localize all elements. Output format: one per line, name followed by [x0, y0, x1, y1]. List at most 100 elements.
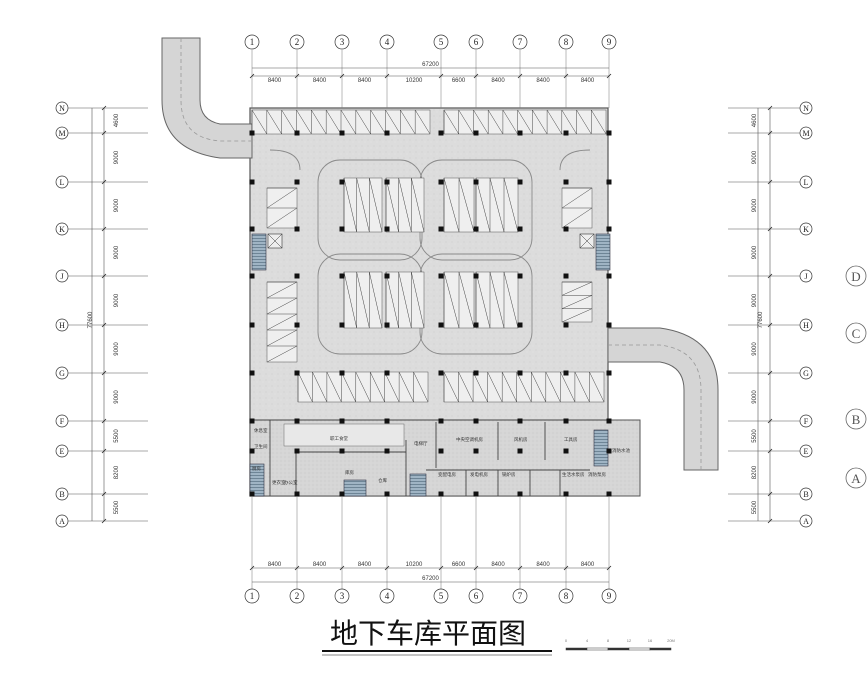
- column-bubble-label: 2: [295, 591, 300, 601]
- room-label: 电梯厅: [414, 440, 428, 447]
- column-bubble-label: 9: [607, 591, 612, 601]
- room-label: 工具房: [564, 436, 578, 443]
- column-dim-label: 6600: [452, 78, 466, 84]
- scale-label: 0: [565, 638, 568, 643]
- row-dim-label: 5500: [114, 500, 120, 514]
- row-bubble: [799, 222, 813, 236]
- room-label: 发电机房: [470, 471, 488, 478]
- row-dim-label: 9000: [114, 150, 120, 164]
- row-bubble-label: J: [60, 272, 63, 281]
- drawing-title: 地下车库平面图: [322, 617, 552, 656]
- column-dim-label: 8400: [313, 78, 327, 84]
- row-bubble-label: E: [804, 447, 809, 456]
- column-bubble-label: 3: [340, 37, 345, 47]
- column-dim-label: 8400: [313, 562, 327, 568]
- row-bubble-label: N: [803, 104, 809, 113]
- row-dim-label: 5500: [752, 429, 758, 443]
- row-dim-label: 9000: [752, 390, 758, 404]
- row-dim-label: 8200: [114, 465, 120, 479]
- side-bubble-label: D: [851, 269, 860, 284]
- row-bubble-label: L: [60, 178, 65, 187]
- column-bubble-label: 1: [250, 591, 255, 601]
- row-bubble: [55, 126, 69, 140]
- row-bubble-label: A: [59, 517, 65, 526]
- column-dim-label: 10200: [406, 78, 423, 84]
- column-bubble-label: 9: [607, 37, 612, 47]
- row-dim-label: 5500: [114, 429, 120, 443]
- column-bubble-label: 4: [385, 37, 390, 47]
- column-bubble: [512, 34, 528, 50]
- column-bubble: [244, 34, 260, 50]
- row-bubble: [799, 318, 813, 332]
- row-total-label: 77600: [88, 311, 94, 328]
- column-bubble: [601, 588, 617, 604]
- row-bubble-label: J: [804, 272, 807, 281]
- row-bubble: [55, 318, 69, 332]
- row-bubble-label: B: [59, 490, 64, 499]
- column-dim-label: 8400: [491, 78, 505, 84]
- column-bubble-label: 2: [295, 37, 300, 47]
- room-label: 休息室: [254, 427, 268, 434]
- column-bubble-label: 5: [439, 591, 444, 601]
- column-bubble-label: 7: [518, 37, 523, 47]
- column-bubble-label: 4: [385, 591, 390, 601]
- row-bubble-label: M: [58, 129, 65, 138]
- parking-stalls: [251, 109, 607, 403]
- column-bubble-label: 3: [340, 591, 345, 601]
- room-label: 变配电房: [438, 471, 456, 478]
- side-bubble-label: C: [852, 326, 861, 341]
- row-bubble: [799, 269, 813, 283]
- room-partitions: [250, 419, 608, 496]
- column-dim-label: 10200: [406, 562, 423, 568]
- row-dim-label: 9000: [752, 150, 758, 164]
- column-bubble: [379, 588, 395, 604]
- row-dim-label: 9000: [752, 198, 758, 212]
- row-dim-label: 9000: [752, 342, 758, 356]
- row-dim-label: 8200: [752, 465, 758, 479]
- room-label: 风机房: [514, 436, 528, 443]
- column-dim-label: 8400: [268, 78, 282, 84]
- side-bubble: [845, 467, 867, 489]
- row-bubble: [55, 175, 69, 189]
- drawing-title-text: 地下车库平面图: [330, 617, 526, 650]
- column-bubble-label: 5: [439, 37, 444, 47]
- side-bubble-label: B: [852, 412, 861, 427]
- row-bubble: [55, 487, 69, 501]
- column-bubble: [601, 34, 617, 50]
- column-bubble-label: 1: [250, 37, 255, 47]
- row-bubble-label: F: [804, 417, 809, 426]
- column-bubble-label: 8: [564, 37, 569, 47]
- row-dim-label: 9000: [114, 390, 120, 404]
- column-bubble: [468, 34, 484, 50]
- room-labels: 中央空调机房 风机房 工具房 电梯厅 职工食堂 厨房 库房 仓库 消防水池 消防…: [252, 427, 630, 486]
- row-bubble: [799, 175, 813, 189]
- room-label: 卫生间: [254, 443, 268, 450]
- row-bubble: [55, 269, 69, 283]
- column-bubble-label: 6: [474, 37, 479, 47]
- side-bubble-label: A: [851, 471, 861, 486]
- column-bubble: [334, 34, 350, 50]
- scale-label: 4: [586, 638, 589, 643]
- row-bubble: [55, 101, 69, 115]
- row-dim-label: 9000: [752, 245, 758, 259]
- stairwells: [249, 233, 611, 497]
- column-total-label: 67200: [422, 62, 439, 68]
- row-bubble-label: L: [804, 178, 809, 187]
- row-bubble-label: G: [59, 369, 65, 378]
- row-bubble-label: G: [803, 369, 809, 378]
- column-total-label: 67200: [422, 576, 439, 582]
- room-label: 消防泵房: [588, 471, 606, 478]
- column-dim-label: 6600: [452, 562, 466, 568]
- scale-label: 20M: [667, 638, 675, 643]
- column-dim-label: 8400: [491, 562, 505, 568]
- column-dim-label: 8400: [581, 78, 595, 84]
- row-bubble-label: A: [803, 517, 809, 526]
- row-bubble-label: M: [802, 129, 809, 138]
- row-bubble: [55, 414, 69, 428]
- exit-ramp: [607, 327, 719, 471]
- row-bubble: [55, 222, 69, 236]
- side-bubble: [845, 408, 867, 430]
- row-total-label: 77600: [758, 311, 764, 328]
- row-bubble-label: H: [803, 321, 809, 330]
